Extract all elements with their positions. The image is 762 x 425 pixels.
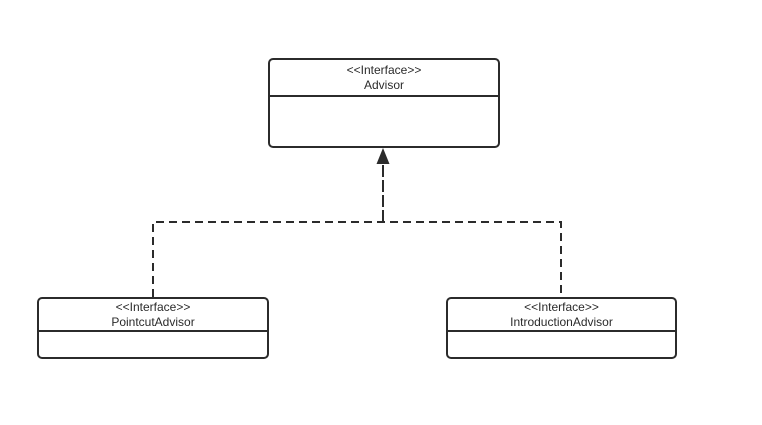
stereotype-label: <<Interface>> <box>524 299 599 314</box>
uml-node-pointcut-advisor[interactable]: <<Interface>> PointcutAdvisor <box>37 297 269 359</box>
uml-node-header: <<Interface>> Advisor <box>270 60 498 97</box>
arrowhead-icon <box>376 148 390 164</box>
uml-node-introduction-advisor[interactable]: <<Interface>> IntroductionAdvisor <box>446 297 677 359</box>
uml-node-body <box>448 332 675 357</box>
stereotype-label: <<Interface>> <box>115 299 191 314</box>
uml-node-body <box>39 332 267 357</box>
dashed-connector-path <box>152 221 562 297</box>
uml-node-advisor[interactable]: <<Interface>> Advisor <box>268 58 500 148</box>
uml-node-header: <<Interface>> PointcutAdvisor <box>39 299 267 332</box>
class-name-label: IntroductionAdvisor <box>510 314 613 329</box>
class-name-label: PointcutAdvisor <box>111 314 195 329</box>
class-name-label: Advisor <box>363 77 404 92</box>
stereotype-label: <<Interface>> <box>346 62 422 77</box>
uml-node-body <box>270 97 498 146</box>
uml-node-header: <<Interface>> IntroductionAdvisor <box>448 299 675 332</box>
